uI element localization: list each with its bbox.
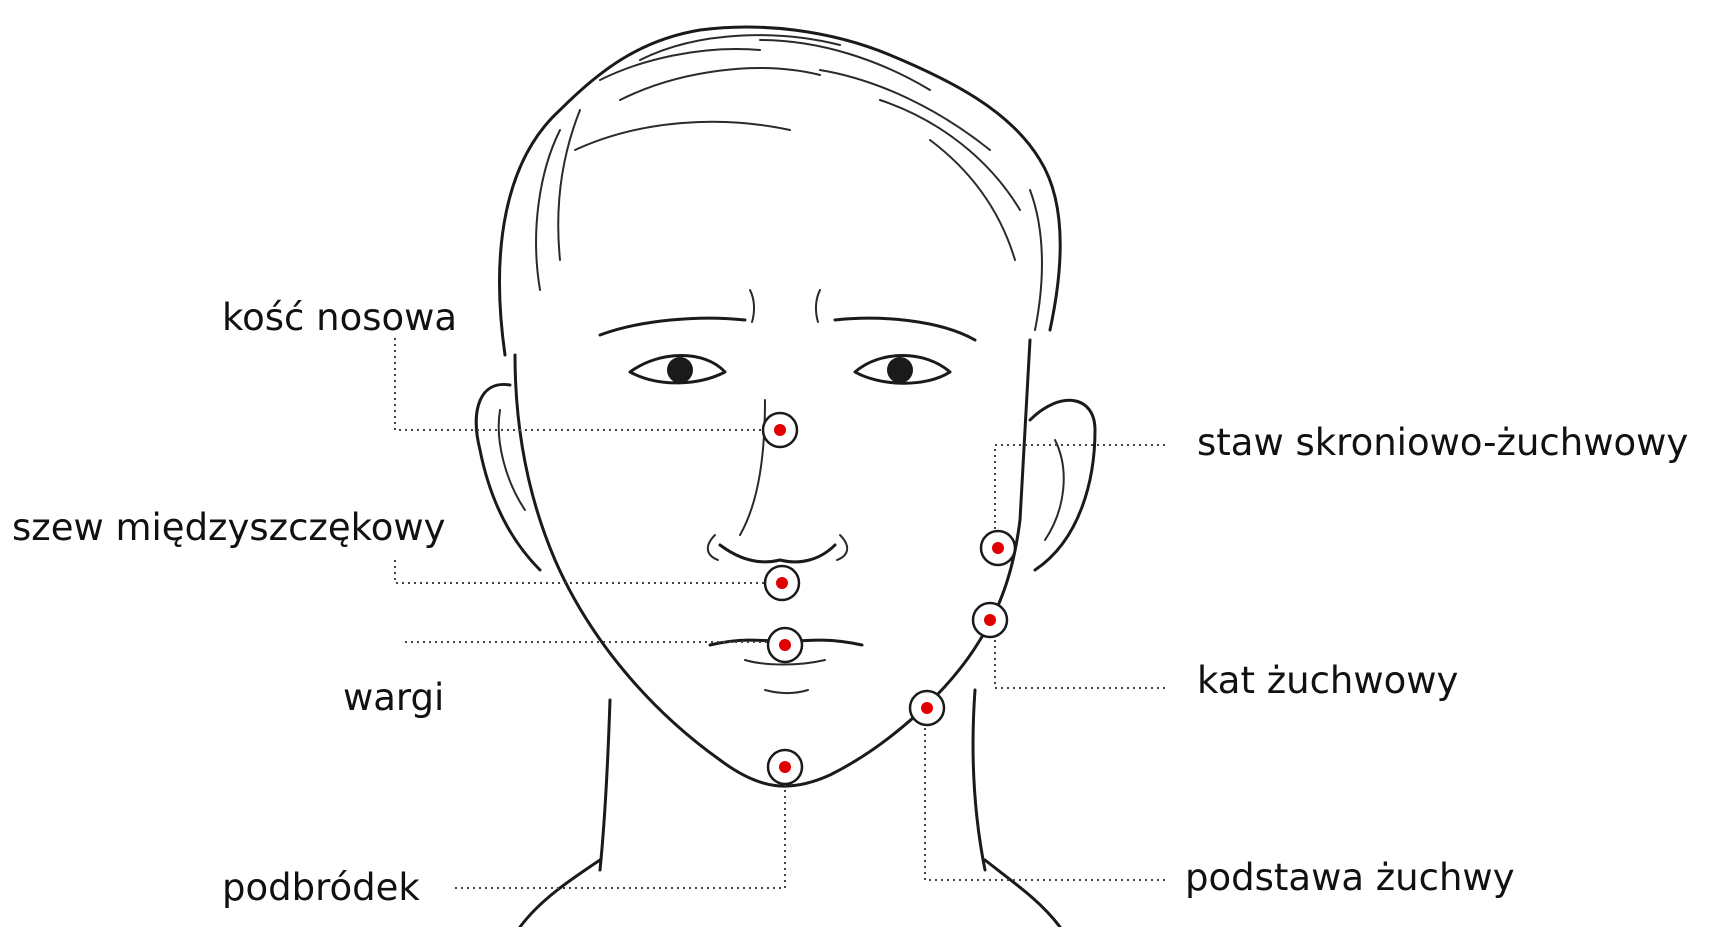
leader-intermaxillary-suture	[395, 560, 765, 583]
label-nasal-bone: kość nosowa	[222, 296, 457, 339]
marker-icon	[765, 566, 799, 600]
label-chin: podbródek	[222, 866, 420, 909]
head-sketch	[476, 27, 1095, 927]
label-tmj: staw skroniowo-żuchwowy	[1197, 421, 1688, 464]
marker-icon	[973, 603, 1007, 637]
leader-chin	[455, 770, 785, 888]
marker-icon	[763, 413, 797, 447]
marker-icon	[768, 628, 802, 662]
landmark-markers	[763, 413, 1015, 784]
marker-icon	[981, 531, 1015, 565]
label-mandible-base: podstawa żuchwy	[1185, 856, 1515, 899]
label-intermaxillary-suture: szew międzyszczękowy	[12, 506, 446, 549]
label-mandible-angle: kat żuchwowy	[1197, 659, 1458, 702]
marker-icon	[910, 691, 944, 725]
marker-icon	[768, 750, 802, 784]
leader-nasal-bone	[395, 338, 765, 430]
leader-mandible-angle	[995, 625, 1165, 688]
labels: kość nosowa szew międzyszczękowy wargi p…	[12, 296, 1688, 909]
label-lips: wargi	[343, 676, 444, 719]
leader-mandible-base	[925, 713, 1165, 880]
